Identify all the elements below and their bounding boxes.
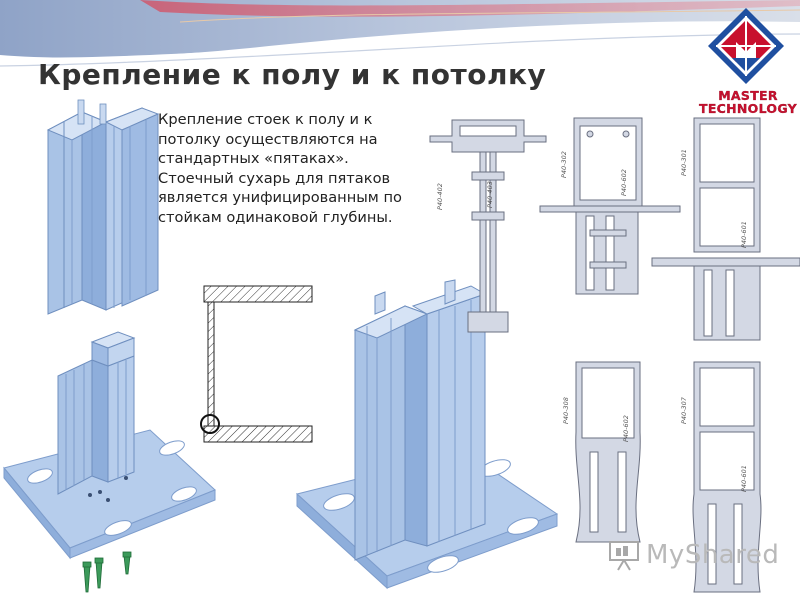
logo-line2: TECHNOLOGY: [699, 101, 797, 116]
logo-diamond-icon: [708, 8, 784, 84]
label-p40-302: P40-302: [560, 151, 568, 178]
floor-ceiling-schematic: [200, 285, 313, 443]
label-p40-307: P40-307: [680, 396, 688, 424]
section-p40-308: [575, 361, 641, 543]
label-p40-403: P40-403: [486, 181, 494, 208]
section-p40-307: [692, 361, 762, 593]
section-p40-302: [539, 117, 681, 295]
label-p40-402: P40-402: [436, 183, 444, 210]
base-plate-large: [295, 279, 559, 590]
label-p40-301: P40-301: [680, 149, 688, 176]
myshared-watermark: MyShared: [608, 536, 780, 576]
logo-line1: MASTER: [718, 88, 778, 103]
master-technology-logo: MASTER TECHNOLOGY: [696, 6, 800, 116]
watermark-text: MyShared: [646, 540, 780, 570]
description-text: Крепление стоек к полу и к потолку осуще…: [158, 111, 402, 226]
circle-marker-icon: [200, 414, 220, 434]
section-p40-301: [651, 117, 800, 341]
section-p40-402: [429, 119, 547, 333]
base-plate-small: [3, 331, 216, 560]
label-p40-308: P40-308: [562, 397, 570, 424]
cross-section-drawings: P40-402 P40-403 P40-302 P40-602 P40-301 …: [429, 117, 800, 593]
label-p40-601-top: P40-601: [740, 221, 748, 248]
slide-title: Крепление к полу и к потолку: [38, 58, 547, 91]
header-wave-band: [0, 0, 800, 67]
label-p40-602-bottom: P40-602: [622, 415, 630, 442]
profile-3d-upper: [46, 99, 160, 315]
presentation-icon: [609, 541, 639, 571]
label-p40-601-bottom: P40-601: [740, 465, 748, 492]
label-p40-602-top: P40-602: [620, 169, 628, 196]
screw-icon: [82, 551, 132, 593]
